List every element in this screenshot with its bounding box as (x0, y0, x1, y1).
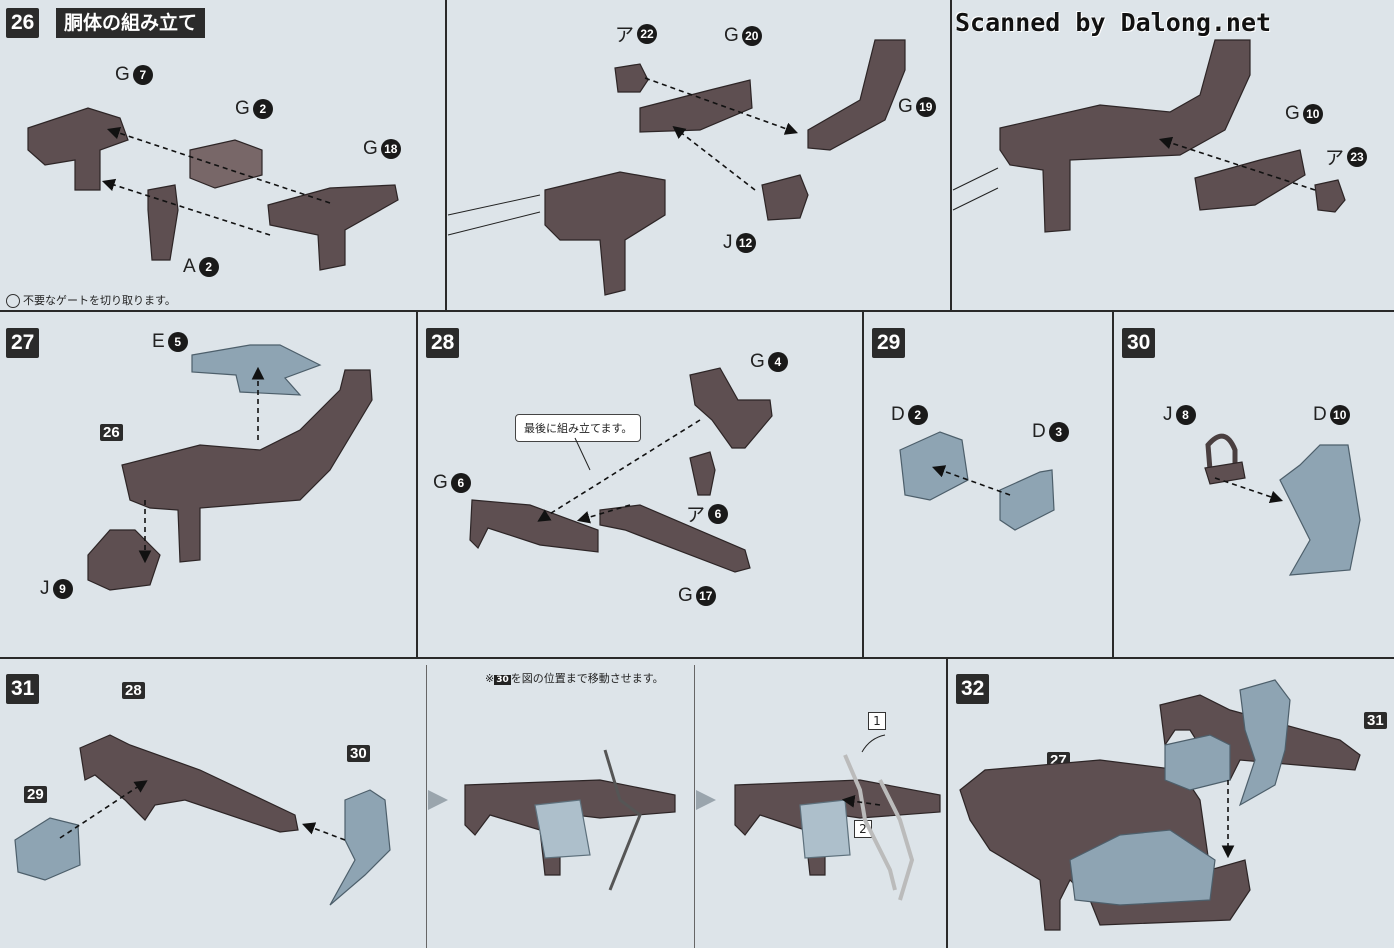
divider-28 (862, 310, 864, 657)
nipper-icon (6, 294, 20, 308)
step26-part-g18 (267, 184, 399, 271)
step31-mid-assembly (464, 749, 676, 891)
ref-26: 26 (100, 422, 123, 444)
ref-30: 30 (347, 743, 370, 765)
watermark: Scanned by Dalong.net (955, 8, 1272, 37)
step-27-badge: 27 (6, 328, 40, 358)
divider-26a (445, 0, 447, 310)
assemble-last-callout: 最後に組み立てます。 (515, 414, 642, 442)
step29-part-d2 (899, 431, 969, 501)
divider-31a (426, 665, 427, 948)
step27-part-j9 (87, 529, 161, 591)
step-29-badge: 29 (872, 328, 906, 358)
step-30-badge: 30 (1122, 328, 1156, 358)
step26-part-a2 (147, 184, 179, 261)
step-28-badge: 28 (426, 328, 460, 358)
step26-part-g20 (639, 79, 753, 133)
step30-part-j8 (1204, 433, 1246, 485)
step31-part-30 (329, 789, 391, 906)
step-26-badge: 26 (6, 8, 40, 38)
ref-28: 28 (122, 680, 145, 702)
step32-gun (1159, 679, 1361, 807)
step29-part-d3 (999, 469, 1055, 531)
step26-part-g10 (1194, 149, 1306, 211)
step-32-badge: 32 (956, 674, 990, 704)
step-31-badge: 31 (6, 674, 40, 704)
step31-gun (79, 734, 299, 833)
step27-assembly (121, 369, 373, 563)
step-26-title: 胴体の組み立て (56, 8, 206, 38)
step26-part-a22 (614, 63, 649, 93)
divider-26b (950, 0, 952, 310)
step26-assembly-mid (544, 171, 666, 296)
step27-part-e5 (191, 344, 322, 396)
divider-row1 (0, 310, 1394, 312)
step28-part-g6 (469, 499, 599, 553)
step26-part-g7 (27, 107, 129, 191)
step26-part-g19 (807, 39, 906, 151)
gate-note: 不要なゲートを切り取ります。 (6, 292, 176, 308)
ref-31: 31 (1364, 710, 1387, 732)
divider-31b (694, 665, 695, 948)
order-2-box: 2 (854, 820, 872, 838)
ref-29: 29 (24, 784, 47, 806)
step26-part-j12 (761, 174, 809, 221)
step30-part-d10 (1279, 444, 1361, 576)
divider-27 (416, 310, 418, 657)
step32-frame (959, 759, 1251, 931)
divider-row2 (0, 657, 1394, 659)
step26-assembly-right (999, 39, 1251, 233)
divider-31 (946, 657, 948, 948)
step26-part-g2 (189, 139, 263, 189)
step28-part-a6 (689, 451, 716, 496)
step28-part-g4 (689, 367, 773, 449)
step26-part-a23 (1314, 179, 1346, 213)
order-1-box: 1 (868, 712, 886, 730)
divider-29 (1112, 310, 1114, 657)
ref-27: 27 (1047, 750, 1070, 772)
step31-part-29 (14, 817, 81, 881)
step31-right-assembly (734, 754, 941, 901)
